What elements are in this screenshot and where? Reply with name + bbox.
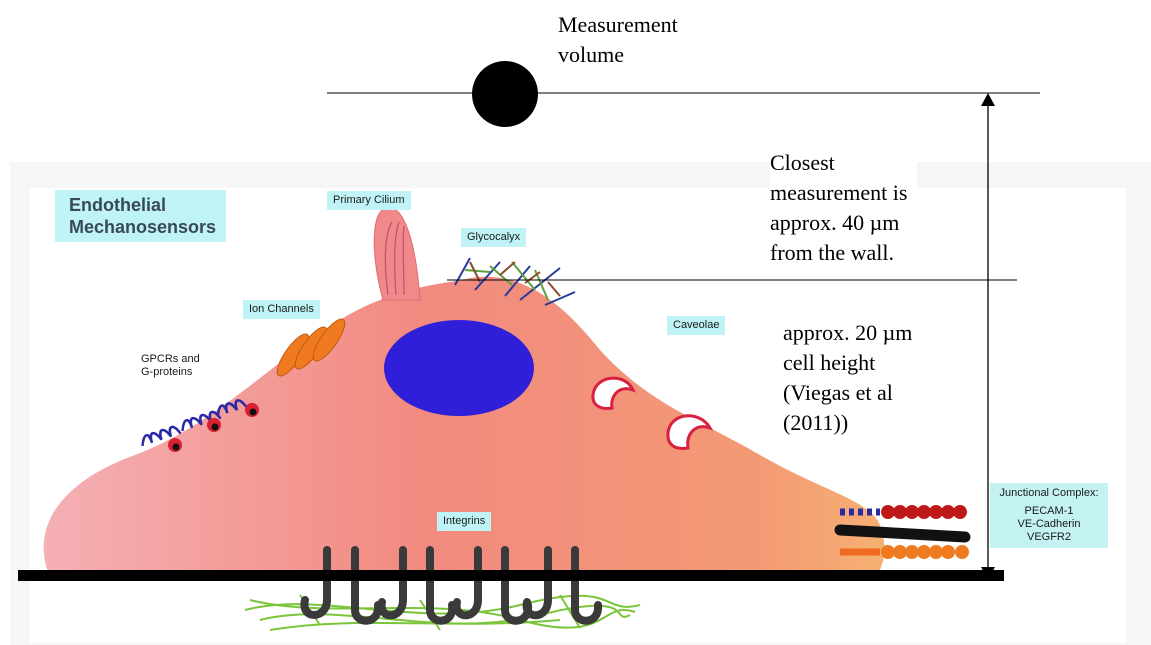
gpcrs-line-1: GPCRs and: [141, 353, 200, 366]
junctional-item-vegfr2: VEGFR2: [996, 531, 1102, 544]
junctional-complex-heading: Junctional Complex:: [996, 487, 1102, 500]
glycocalyx-label: Glycocalyx: [461, 228, 526, 247]
gpcrs-label: GPCRs and G-proteins: [135, 350, 206, 382]
junctional-proteins: [840, 505, 969, 559]
closest-line-3: approx. 40 µm: [770, 208, 907, 238]
integrins-label: Integrins: [437, 512, 491, 531]
junctional-complex-label: Junctional Complex: PECAM-1 VE-Cadherin …: [990, 483, 1108, 548]
figure-title: Endothelial Mechanosensors: [55, 190, 226, 242]
measurement-volume-label: Measurement volume: [558, 10, 678, 70]
closest-line-1: Closest: [770, 148, 907, 178]
caveolae-label: Caveolae: [667, 316, 725, 335]
measurement-volume-marker: [472, 61, 538, 127]
cell-height-line-2: cell height: [783, 348, 912, 378]
cell-height-line-3: (Viegas et al: [783, 378, 912, 408]
nucleus: [384, 320, 534, 416]
gpcrs-line-2: G-proteins: [141, 366, 200, 379]
junctional-item-pecam: PECAM-1: [996, 505, 1102, 518]
measurement-volume-line-1: Measurement: [558, 10, 678, 40]
primary-cilium-label: Primary Cilium: [327, 191, 411, 210]
closest-line-4: from the wall.: [770, 238, 907, 268]
measurement-volume-line-2: volume: [558, 40, 678, 70]
junctional-item-ve-cadherin: VE-Cadherin: [996, 518, 1102, 531]
closest-measurement-label: Closest measurement is approx. 40 µm fro…: [770, 148, 917, 268]
closest-line-2: measurement is: [770, 178, 907, 208]
figure-title-line-2: Mechanosensors: [69, 216, 216, 238]
vessel-wall: [18, 570, 1004, 581]
ion-channels-label: Ion Channels: [243, 300, 320, 319]
cell-height-line-4: (2011)): [783, 408, 912, 438]
cell-height-line-1: approx. 20 µm: [783, 318, 912, 348]
cell-height-label: approx. 20 µm cell height (Viegas et al …: [783, 318, 918, 438]
figure-title-line-1: Endothelial: [69, 194, 216, 216]
